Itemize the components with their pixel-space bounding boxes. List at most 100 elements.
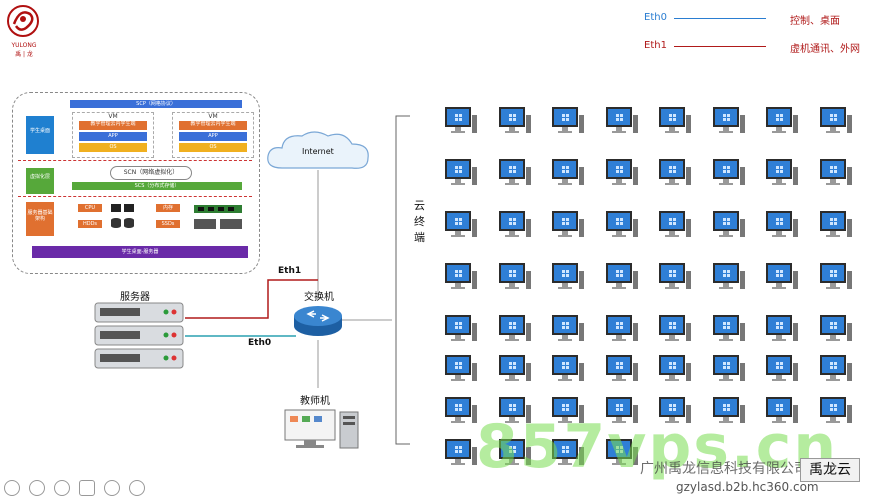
infra-label: 服务器基础架构 (27, 210, 53, 222)
cloud-terminal-monitor-icon (658, 396, 692, 426)
cloud-terminal-monitor-icon (658, 354, 692, 384)
cloud-terminal-monitor-icon (444, 158, 478, 188)
cloud-terminal-monitor-icon (765, 314, 799, 344)
watermark-badge-text: 禹龙云 (809, 462, 851, 478)
vm-right-title: VM (208, 113, 218, 120)
logo-brand: YULONG (11, 42, 37, 49)
cloud-terminal-monitor-icon (712, 106, 746, 136)
cpu-block: CPU (78, 204, 102, 212)
cloud-terminal-monitor-icon (658, 262, 692, 292)
scp-bar: SCP（网格协议） (70, 100, 242, 108)
cloud-terminal-monitor-icon (605, 210, 639, 240)
scn-label: SCN（网络虚拟化） (123, 169, 179, 176)
vm-left-box: VM 教学管理云内学生端 APP OS (72, 112, 154, 158)
cloud-terminal-monitor-icon (605, 438, 639, 468)
cloud-terminal-monitor-icon (765, 106, 799, 136)
cloud-terminal-monitor-icon (819, 210, 853, 240)
cloud-terminal-monitor-icon (444, 106, 478, 136)
eth1-label: Eth1 (278, 266, 302, 276)
toolbar-back-icon[interactable] (4, 480, 20, 496)
vm-left-app: APP (79, 132, 147, 141)
legend-eth0-desc: 控制、桌面 (790, 16, 840, 27)
cloud-terminal-monitor-icon (712, 262, 746, 292)
cloud-terminal-monitor-icon (551, 262, 585, 292)
server-label: 服务器 (120, 292, 150, 303)
teacher-label: 教师机 (300, 396, 330, 407)
cloud-terminal-monitor-icon (551, 158, 585, 188)
cloud-terminal-monitor-icon (819, 106, 853, 136)
cloud-terminal-monitor-icon (444, 314, 478, 344)
legend-eth0-key: Eth0 (644, 12, 667, 23)
cloud-terminal-monitor-icon (551, 210, 585, 240)
bottom-toolbar (4, 480, 146, 496)
server-rack (94, 302, 184, 370)
student-desktop-tile: 学生桌面 (26, 116, 54, 154)
cloud-terminal-monitor-icon (765, 262, 799, 292)
vm-left-desktop: 教学管理云内学生端 (79, 121, 147, 130)
cloud-terminal-monitor-icon (658, 106, 692, 136)
ram-block: 内存 (156, 204, 180, 212)
internet-cloud-icon (267, 131, 369, 169)
internet-label: Internet (302, 147, 334, 156)
virtualization-label: 虚拟化层 (29, 174, 50, 180)
cloud-terminal-monitor-icon (444, 438, 478, 468)
toolbar-zoom-icon[interactable] (104, 480, 121, 496)
vm-right-app: APP (179, 132, 247, 141)
cloud-terminal-monitor-icon (819, 314, 853, 344)
server-icon (94, 302, 184, 369)
cloud-terminal-monitor-icon (498, 438, 532, 468)
cloud-terminal-monitor-icon (605, 158, 639, 188)
toolbar-slides-icon[interactable] (79, 480, 96, 496)
cloud-terminal-monitor-icon (551, 314, 585, 344)
cloud-terminal-monitor-icon (765, 210, 799, 240)
cloud-terminal-monitor-icon (444, 210, 478, 240)
legend-eth0-line (674, 18, 766, 19)
cloud-terminal-monitor-icon (444, 354, 478, 384)
cloud-terminal-monitor-icon (551, 438, 585, 468)
cloud-terminal-monitor-icon (605, 106, 639, 136)
legend-eth1-key: Eth1 (644, 40, 667, 51)
cloud-terminal-monitor-icon (712, 314, 746, 344)
logo-tag: 禹 | 龙 (15, 51, 33, 58)
student-desktop-label: 学生桌面 (29, 128, 50, 134)
cloud-terminal-monitor-icon (658, 210, 692, 240)
cloud-terminal-monitor-icon (498, 210, 532, 240)
cloud-terminal-monitor-icon (712, 354, 746, 384)
infra-tile: 服务器基础架构 (26, 202, 54, 236)
watermark-badge: 禹龙云 (800, 458, 860, 482)
hdds-block: HDDs (78, 220, 102, 228)
cloud-terminal-monitor-icon (498, 158, 532, 188)
cloud-terminal-monitor-icon (444, 396, 478, 426)
cloud-terminal-monitor-icon (712, 210, 746, 240)
eth0-label: Eth0 (248, 338, 272, 348)
cloud-terminal-monitor-icon (712, 396, 746, 426)
vm-right-os: OS (179, 143, 247, 152)
teacher-computer-icon (284, 409, 359, 449)
toolbar-pen-icon[interactable] (54, 480, 71, 496)
cloud-terminal-monitor-icon (498, 262, 532, 292)
watermark-url: gzylasd.b2b.hc360.com (676, 480, 819, 494)
toolbar-more-icon[interactable] (129, 480, 146, 496)
cloud-terminal-monitor-icon (819, 158, 853, 188)
toolbar-forward-icon[interactable] (29, 480, 46, 496)
vm-right-desktop: 教学管理云内学生端 (179, 121, 247, 130)
cloud-terminal-monitor-icon (658, 158, 692, 188)
cloud-terminal-monitor-icon (605, 262, 639, 292)
vm-left-os: OS (79, 143, 147, 152)
cloud-terminal-monitor-icon (819, 354, 853, 384)
legend-eth1-line (674, 46, 766, 47)
company-logo: YULONG 禹 | 龙 (6, 4, 42, 58)
cloud-terminal-monitor-icon (551, 106, 585, 136)
cloud-terminal-monitor-icon (819, 262, 853, 292)
hardware-icons (192, 203, 244, 231)
cloud-terminal-monitor-icon (765, 396, 799, 426)
virtualization-tile: 虚拟化层 (26, 168, 54, 194)
cloud-terminal-monitor-icon (658, 314, 692, 344)
cloud-terminal-monitor-icon (712, 158, 746, 188)
legend-eth1-desc: 虚机通讯、外网 (790, 44, 860, 55)
cloud-terminal-monitor-icon (551, 396, 585, 426)
switch-label: 交换机 (304, 292, 334, 303)
ssds-block: SSDs (156, 220, 180, 228)
vm-left-title: VM (108, 113, 118, 120)
